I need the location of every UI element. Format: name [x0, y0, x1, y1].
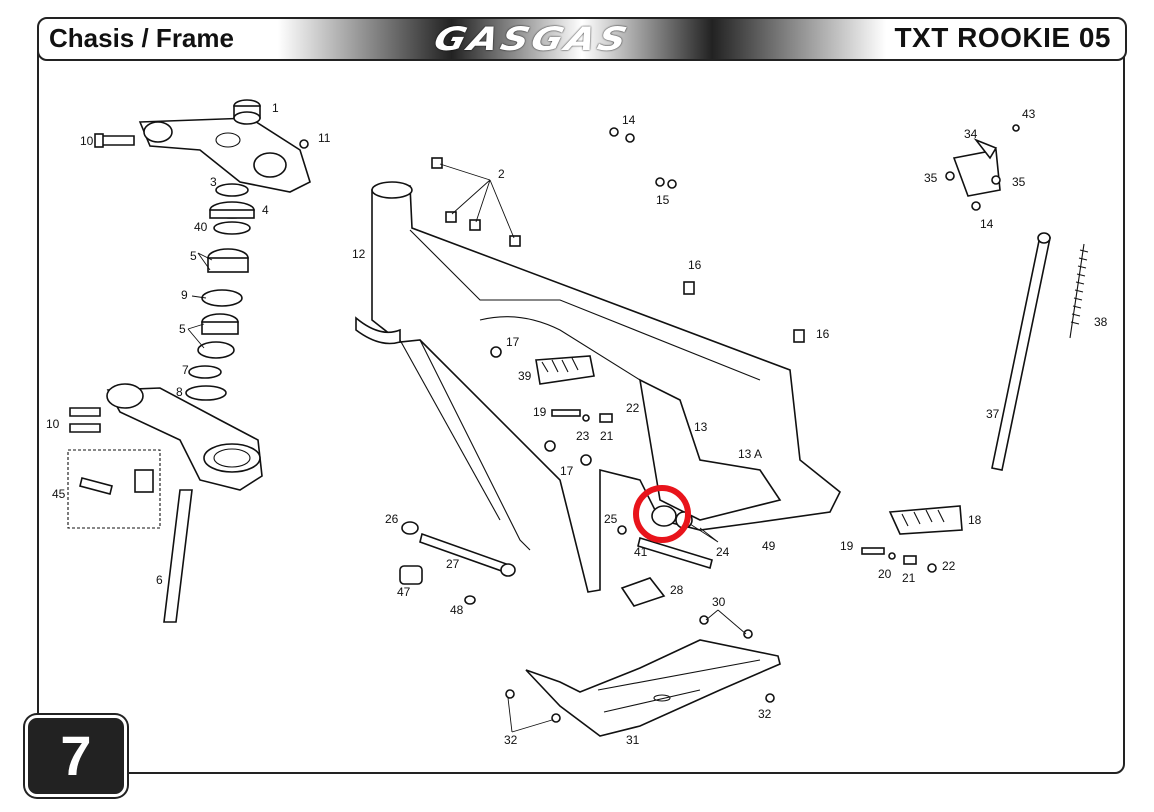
page-number-badge: 7 — [25, 715, 127, 797]
model-title: TXT ROOKIE 05 — [894, 22, 1111, 53]
callout-39: 39 — [518, 369, 532, 383]
callout-5-upper: 5 — [190, 249, 197, 263]
main-frame[interactable] — [355, 181, 842, 593]
callout-35-right: 35 — [1012, 175, 1026, 189]
callout-10: 10 — [80, 134, 94, 148]
callout-35-left: 35 — [924, 171, 938, 185]
callout-6: 6 — [156, 573, 163, 587]
callout-32-left: 32 — [504, 733, 518, 747]
stand-bracket[interactable] — [952, 138, 1001, 197]
callout-17-bottom: 17 — [560, 464, 574, 478]
callout-10-lower: 10 — [46, 417, 60, 431]
engine-mount-bolt-24[interactable] — [637, 536, 713, 570]
callout-40: 40 — [194, 220, 208, 234]
callout-31: 31 — [626, 733, 640, 747]
callout-4: 4 — [262, 203, 269, 217]
callout-23: 23 — [576, 429, 590, 443]
skid-plate[interactable] — [525, 639, 781, 737]
callout-45: 45 — [52, 487, 66, 501]
bolt-10-upper[interactable] — [94, 133, 135, 148]
callout-14-right: 14 — [980, 217, 994, 231]
callout-1: 1 — [272, 101, 279, 115]
callout-41: 41 — [634, 545, 648, 559]
callout-37: 37 — [986, 407, 1000, 421]
steering-stem[interactable] — [163, 489, 193, 623]
callout-24: 24 — [716, 545, 730, 559]
spacer-47[interactable] — [399, 565, 423, 585]
footpeg-left[interactable] — [535, 355, 595, 385]
swingarm-bolt-27[interactable] — [401, 521, 516, 577]
callout-32-right: 32 — [758, 707, 772, 721]
callout-25: 25 — [604, 512, 618, 526]
callout-13: 13 — [694, 420, 708, 434]
side-stand[interactable] — [991, 232, 1051, 471]
section-title: Chasis / Frame — [49, 23, 234, 53]
upper-triple-clamp[interactable] — [138, 117, 311, 193]
callout-18: 18 — [968, 513, 982, 527]
callout-14-top: 14 — [622, 113, 636, 127]
lower-triple-clamp[interactable] — [106, 383, 263, 491]
callout-30: 30 — [712, 595, 726, 609]
callout-19-right: 19 — [840, 539, 854, 553]
steering-bearings-stack[interactable] — [185, 183, 255, 401]
footpeg-right[interactable] — [888, 505, 963, 535]
callout-49: 49 — [762, 539, 776, 553]
callout-2: 2 — [498, 167, 505, 181]
callout-8: 8 — [176, 385, 183, 399]
callout-34: 34 — [964, 127, 978, 141]
stand-spring[interactable] — [1069, 243, 1089, 339]
callout-17-top: 17 — [506, 335, 520, 349]
callout-27: 27 — [446, 557, 460, 571]
washer-48[interactable] — [464, 595, 476, 605]
callout-21-right: 21 — [902, 571, 916, 585]
callout-11: 11 — [318, 131, 331, 145]
callout-43: 43 — [1022, 107, 1036, 121]
callout-labels: 1 10 11 3 4 40 5 9 5 7 8 10 45 6 2 12 14… — [46, 101, 1108, 747]
callout-22-right: 22 — [942, 559, 956, 573]
callout-15: 15 — [656, 193, 670, 207]
callout-7: 7 — [182, 363, 189, 377]
callout-21-left: 21 — [600, 429, 614, 443]
callout-19-left: 19 — [533, 405, 547, 419]
small-hardware — [299, 124, 1020, 723]
callout-48: 48 — [450, 603, 464, 617]
callout-9: 9 — [181, 288, 188, 302]
callout-16-right: 16 — [816, 327, 830, 341]
callout-12: 12 — [352, 247, 366, 261]
callout-22-left: 22 — [626, 401, 640, 415]
callout-26: 26 — [385, 512, 399, 526]
leader-lines — [187, 163, 747, 733]
bolts-10-lower[interactable] — [69, 407, 101, 433]
top-nut[interactable] — [233, 99, 261, 125]
page-number: 7 — [60, 724, 92, 787]
callout-28: 28 — [670, 583, 684, 597]
callout-20: 20 — [878, 567, 892, 581]
callout-5-lower: 5 — [179, 322, 186, 336]
highlight-circle — [633, 485, 691, 543]
bumper-28[interactable] — [620, 577, 666, 607]
callout-38: 38 — [1094, 315, 1108, 329]
callout-16-top: 16 — [688, 258, 702, 272]
callout-3: 3 — [210, 175, 217, 189]
callout-13a: 13 A — [738, 447, 762, 461]
callout-47: 47 — [397, 585, 411, 599]
part-45-box[interactable] — [67, 449, 161, 529]
title-bar: Chasis / Frame GASGAS TXT ROOKIE 05 — [37, 17, 1127, 61]
